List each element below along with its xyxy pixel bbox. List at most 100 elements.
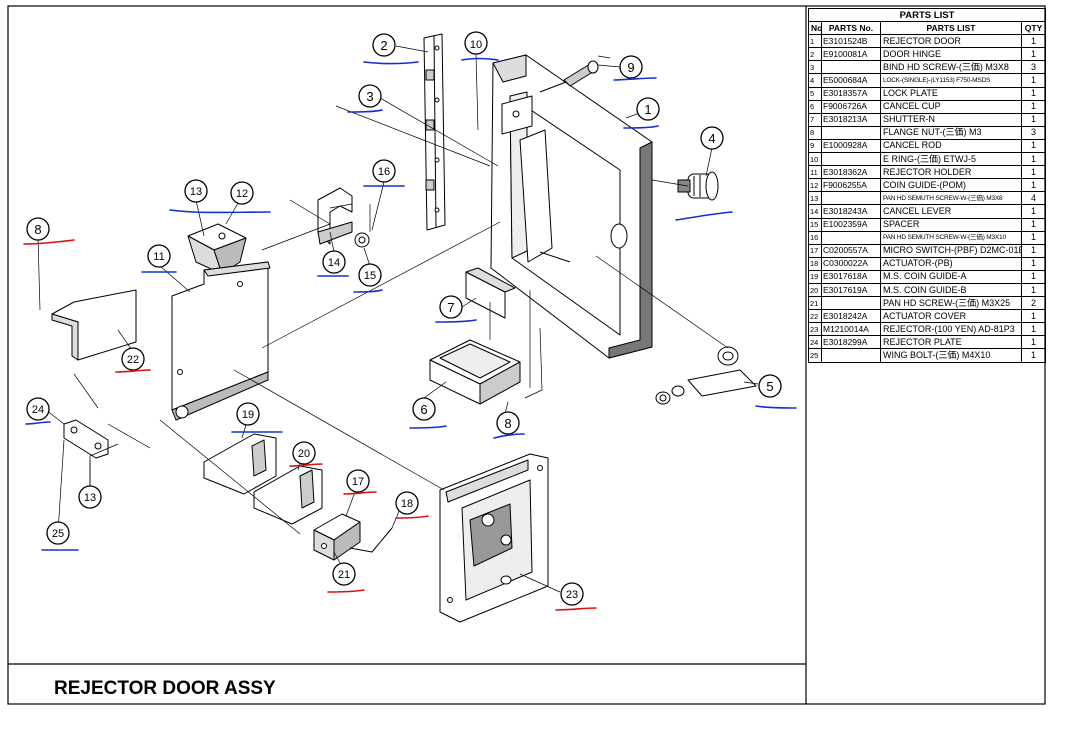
callout-1: 1 (636, 97, 660, 121)
row-part-name: E RING-(三価) ETWJ-5 (880, 152, 1022, 167)
row-part-name: CANCEL CUP (880, 99, 1022, 114)
part-rejector-door (490, 54, 653, 359)
callout-15: 15 (358, 263, 382, 287)
callout-10: 10 (464, 31, 488, 55)
callout-12: 12 (230, 181, 254, 205)
svg-text:6: 6 (420, 402, 427, 417)
row-part-no: E3018299A (821, 335, 881, 350)
parts-list-title: PARTS LIST (807, 7, 1047, 23)
row-part-name: M.S. COIN GUIDE-B (880, 282, 1022, 298)
row-qty: 1 (1020, 243, 1047, 258)
callout-13-top: 13 (184, 179, 208, 203)
part-rejector-plate (63, 419, 109, 459)
row-part-no (821, 296, 881, 311)
callout-16: 16 (372, 159, 396, 183)
svg-text:13: 13 (84, 492, 96, 504)
svg-text:2: 2 (380, 38, 387, 53)
callout-8-right: 8 (496, 411, 520, 435)
row-part-no: E3018357A (821, 86, 881, 101)
row-part-name: COIN GUIDE-(POM) (880, 178, 1022, 193)
row-qty: 1 (1020, 204, 1047, 219)
callout-9: 9 (619, 55, 643, 79)
header-no: No. (808, 21, 822, 36)
part-lock-plate (655, 346, 757, 405)
row-part-no: E1000928A (821, 138, 881, 154)
red-underline-marks (23, 239, 597, 611)
svg-text:1: 1 (644, 102, 651, 117)
part-rejector-unit (439, 453, 549, 623)
row-part-name: CANCEL ROD (880, 138, 1022, 154)
callout-20: 20 (292, 441, 316, 465)
row-no: 1 (808, 34, 822, 49)
row-no: 14 (808, 204, 822, 219)
svg-text:8: 8 (504, 416, 511, 431)
callout-17: 17 (346, 469, 370, 493)
blue-underline-marks (25, 57, 797, 551)
svg-text:23: 23 (566, 589, 578, 601)
row-no: 19 (808, 269, 822, 284)
part-micro-switch (313, 513, 361, 561)
sheet-title: REJECTOR DOOR ASSY (54, 678, 276, 699)
row-no: 10 (808, 152, 822, 167)
row-no: 25 (808, 348, 822, 363)
row-part-name: DOOR HINGE (880, 47, 1022, 62)
part-cancel-rod (539, 60, 599, 93)
row-part-name: BIND HD SCREW-(三価) M3X8 (880, 60, 1022, 75)
callout-13-bottom: 13 (78, 485, 102, 509)
svg-text:9: 9 (627, 60, 634, 75)
row-no: 20 (808, 282, 822, 298)
header-parts-no: PARTS No. (821, 21, 881, 36)
row-part-no (821, 152, 881, 167)
svg-text:12: 12 (236, 188, 248, 200)
parts-list-header-row: No. PARTS No. PARTS LIST QTY (808, 21, 1047, 36)
parts-list-table: PARTS LIST No. PARTS No. PARTS LIST QTY … (807, 7, 1047, 363)
row-part-name: FLANGE NUT-(三価) M3 (880, 125, 1022, 140)
row-part-no: E3101524B (821, 34, 881, 49)
row-part-name: SHUTTER-N (880, 112, 1022, 127)
row-no: 13 (808, 191, 822, 206)
row-part-name: REJECTOR-(100 YEN) AD-81P3 (880, 322, 1022, 337)
row-no: 23 (808, 322, 822, 337)
callout-21: 21 (332, 562, 356, 586)
row-qty: 2 (1020, 296, 1047, 311)
row-qty: 4 (1020, 191, 1047, 206)
svg-text:22: 22 (127, 354, 139, 366)
row-part-no (821, 348, 881, 363)
row-part-name: PAN HD SEMUTH SCREW-W-(三価) M3X10 (880, 230, 1022, 245)
callout-18: 18 (395, 491, 419, 515)
row-no: 3 (808, 60, 822, 75)
row-qty: 1 (1020, 230, 1047, 245)
row-qty: 3 (1020, 125, 1047, 140)
part-spacer (354, 232, 370, 248)
row-no: 17 (808, 243, 822, 258)
callout-6: 6 (412, 397, 436, 421)
svg-text:25: 25 (52, 528, 64, 540)
row-part-name: ACTUATOR-(PB) (880, 256, 1022, 271)
part-actuator-cover (51, 289, 137, 361)
row-qty: 1 (1020, 47, 1047, 62)
row-no: 9 (808, 138, 822, 154)
callout-23: 23 (560, 582, 584, 606)
svg-text:17: 17 (352, 476, 364, 488)
callout-11: 11 (147, 244, 171, 268)
svg-text:21: 21 (338, 569, 350, 581)
row-part-name: WING BOLT-(三価) M4X10 (880, 348, 1022, 363)
row-qty: 1 (1020, 99, 1047, 114)
row-no: 7 (808, 112, 822, 127)
svg-text:14: 14 (328, 257, 340, 269)
part-shutter (465, 267, 516, 319)
row-no: 16 (808, 230, 822, 245)
